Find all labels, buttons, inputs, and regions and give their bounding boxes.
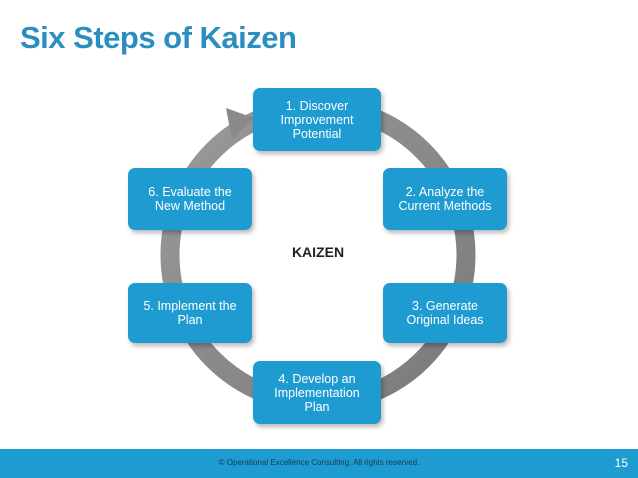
center-label: KAIZEN bbox=[291, 244, 345, 260]
step-3-label: 3. Generate Original Ideas bbox=[406, 299, 484, 327]
ring-arrow-head-icon bbox=[226, 108, 254, 140]
footer-bar: © Operational Excellence Consulting. All… bbox=[0, 449, 638, 478]
page-number: 15 bbox=[614, 456, 628, 470]
step-3-box: 3. Generate Original Ideas bbox=[383, 283, 507, 343]
step-6-box: 6. Evaluate the New Method bbox=[128, 168, 252, 230]
step-5-label: 5. Implement the Plan bbox=[143, 299, 237, 327]
step-2-label: 2. Analyze the Current Methods bbox=[398, 185, 492, 213]
step-4-box: 4. Develop an Implementation Plan bbox=[253, 361, 381, 424]
step-1-label: 1. Discover Improvement Potential bbox=[280, 98, 354, 141]
copyright-text: © Operational Excellence Consulting. All… bbox=[218, 458, 420, 467]
step-4-label: 4. Develop an Implementation Plan bbox=[274, 371, 360, 414]
step-2-box: 2. Analyze the Current Methods bbox=[383, 168, 507, 230]
slide-title: Six Steps of Kaizen bbox=[20, 20, 297, 55]
step-5-box: 5. Implement the Plan bbox=[128, 283, 252, 343]
step-1-box: 1. Discover Improvement Potential bbox=[253, 88, 381, 151]
step-6-label: 6. Evaluate the New Method bbox=[148, 185, 232, 213]
